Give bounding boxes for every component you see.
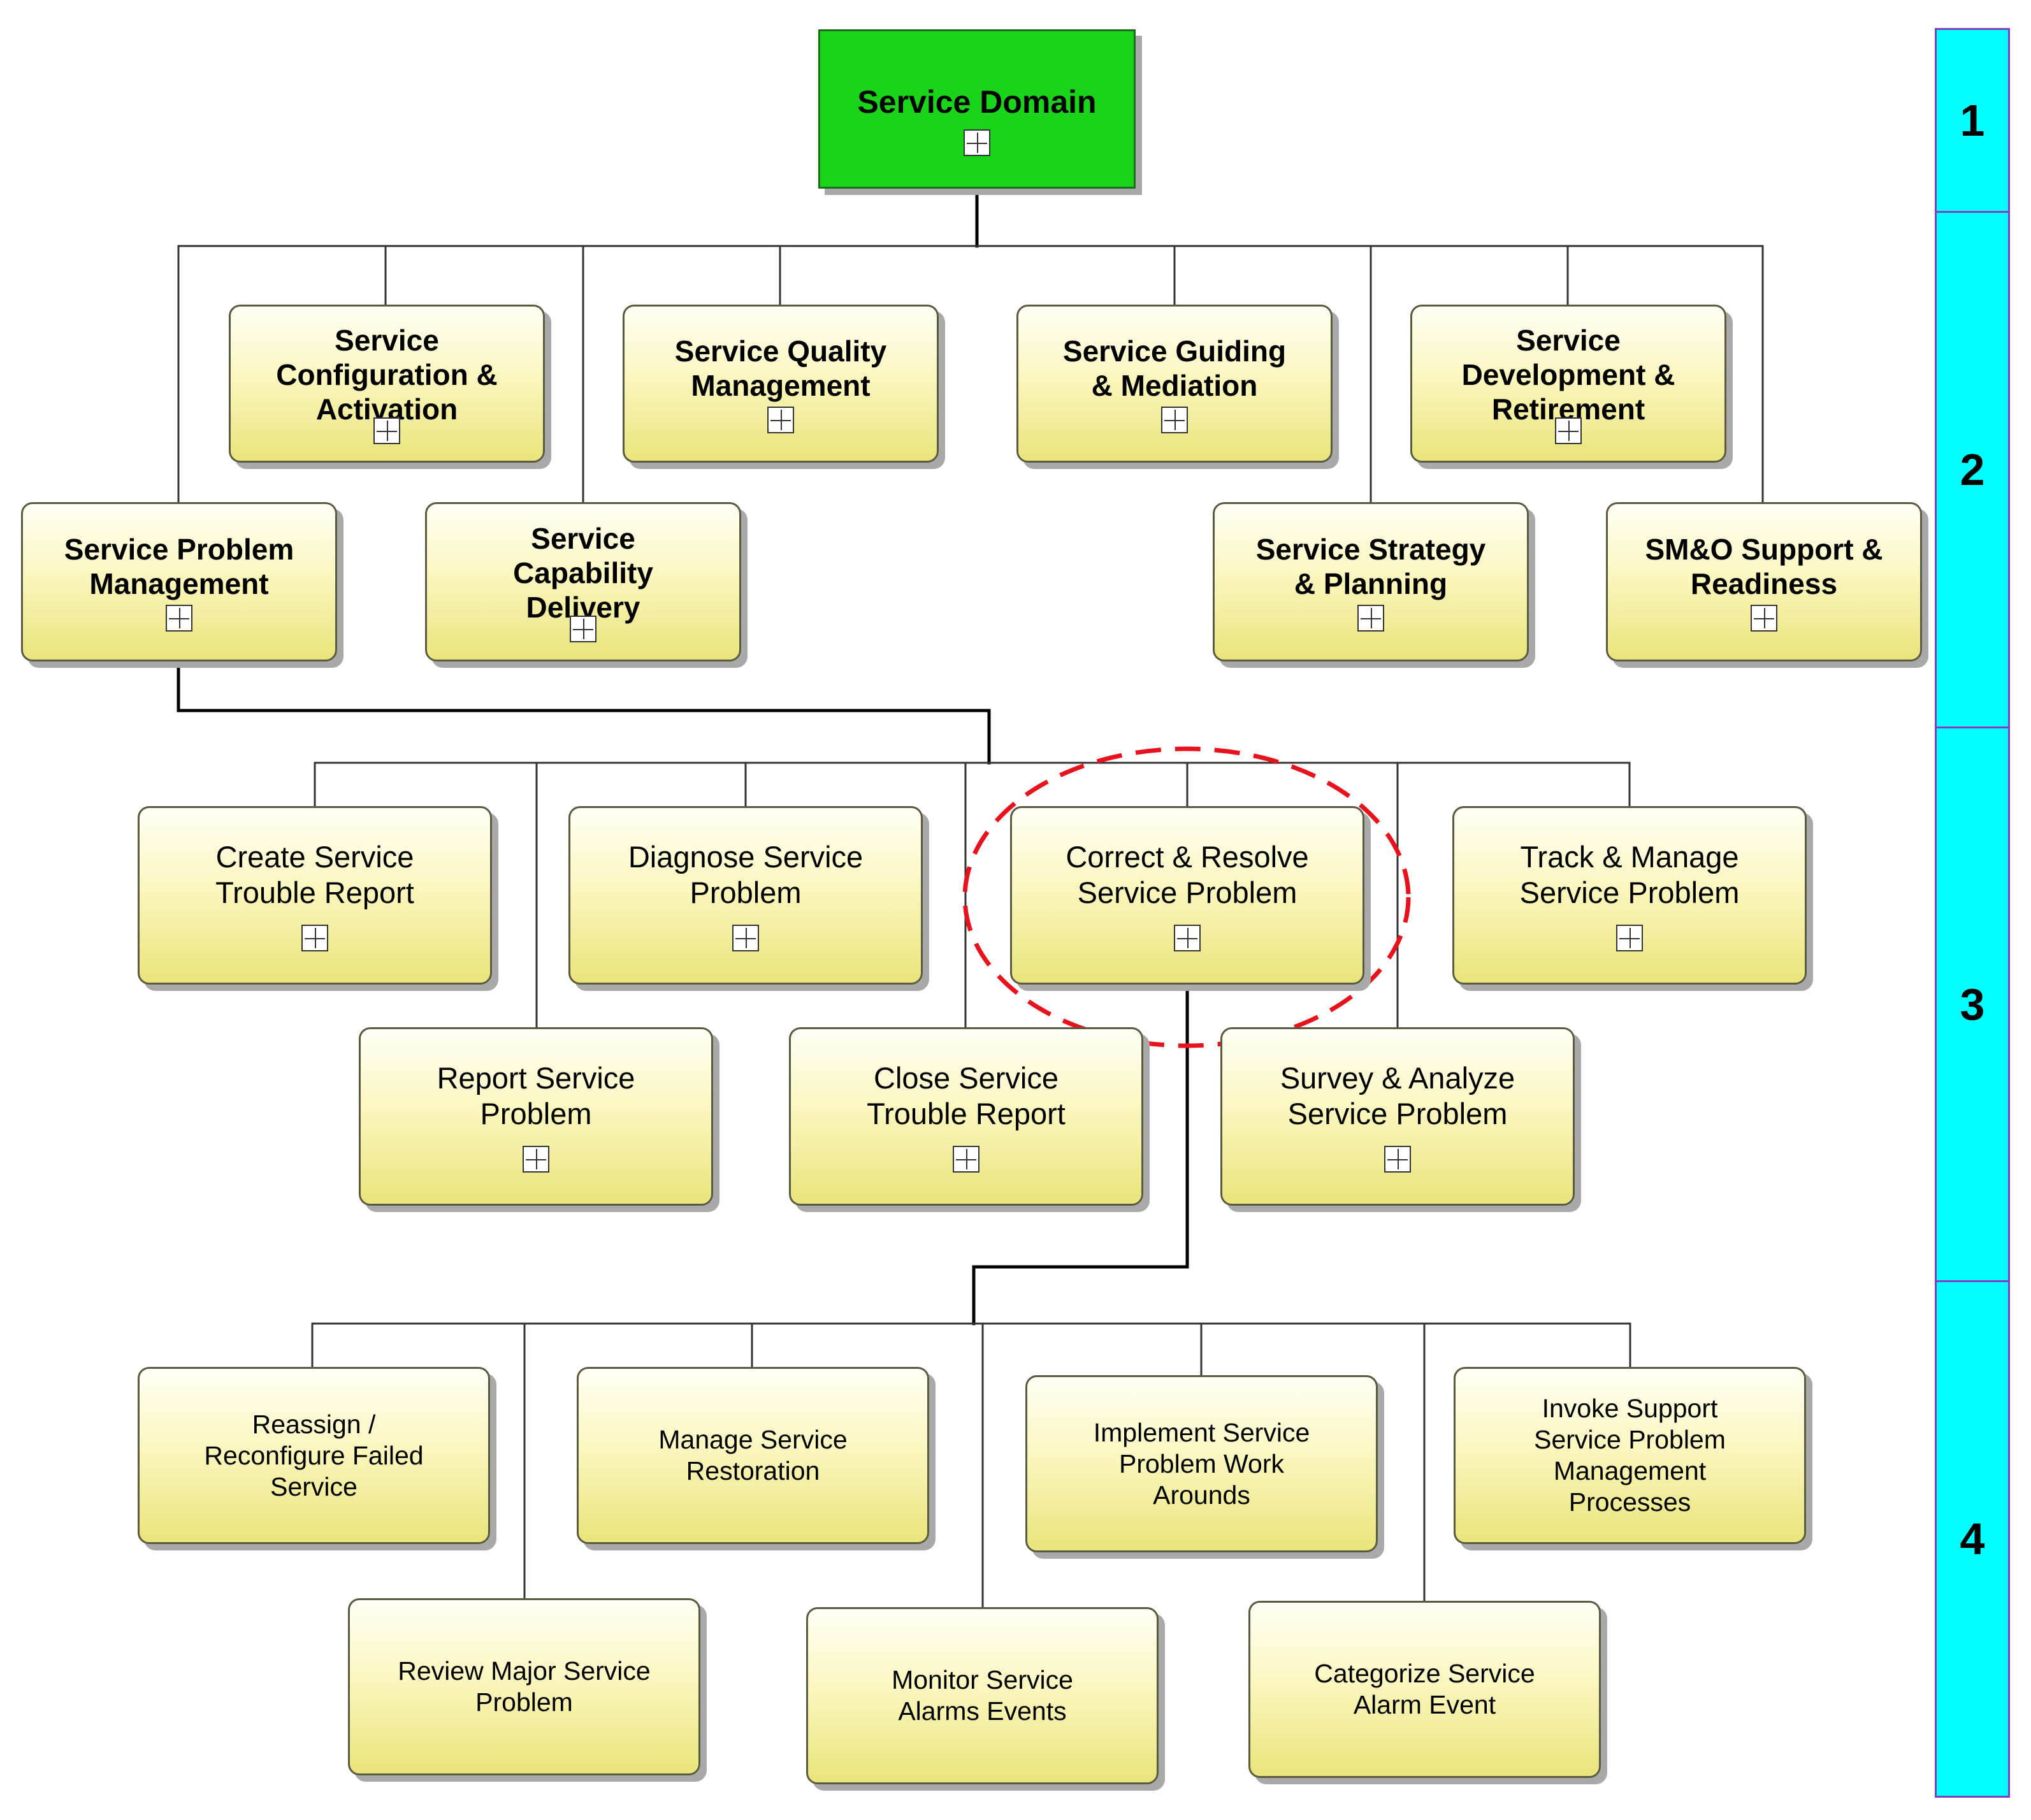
level-number: 3 [1960, 979, 1985, 1029]
box-label: Track & Manage Service Problem [1519, 840, 1740, 909]
box-service-capability-delivery[interactable]: Service Capability Delivery [425, 502, 741, 661]
connector-level2-drops [177, 245, 1764, 505]
expand-icon[interactable] [523, 1146, 549, 1173]
expand-icon[interactable] [1161, 407, 1188, 433]
box-label: Close Service Trouble Report [867, 1061, 1066, 1130]
connector-level4-drops [311, 1322, 1631, 1608]
box-diagnose-service-problem[interactable]: Diagnose Service Problem [568, 806, 923, 985]
expand-icon[interactable] [953, 1146, 979, 1173]
box-correct-resolve-service-problem[interactable]: Correct & Resolve Service Problem [1010, 806, 1364, 985]
box-label: Service Strategy & Planning [1255, 533, 1486, 600]
box-label: Service Capability Delivery [513, 522, 653, 624]
box-label: Categorize Service Alarm Event [1314, 1659, 1535, 1719]
box-review-major-service-problem[interactable]: Review Major Service Problem [348, 1598, 700, 1775]
highlight-ellipse [962, 746, 1411, 1048]
expand-icon[interactable] [1174, 925, 1201, 951]
box-label: Review Major Service Problem [398, 1656, 651, 1717]
box-service-configuration-activation[interactable]: Service Configuration & Activation [229, 305, 545, 463]
box-report-service-problem[interactable]: Report Service Problem [359, 1027, 713, 1206]
expand-icon[interactable] [1616, 925, 1643, 951]
box-categorize-service-alarm-event[interactable]: Categorize Service Alarm Event [1248, 1601, 1601, 1778]
box-label: Diagnose Service Problem [628, 840, 864, 909]
box-label: Service Configuration & Activation [276, 324, 498, 426]
box-label: Reassign / Reconfigure Failed Service [204, 1409, 424, 1501]
expand-icon[interactable] [964, 129, 990, 156]
box-service-development-retirement[interactable]: Service Development & Retirement [1410, 305, 1726, 463]
box-service-strategy-planning[interactable]: Service Strategy & Planning [1213, 502, 1529, 661]
expand-icon[interactable] [166, 605, 192, 632]
service-domain-box[interactable]: Service Domain [818, 29, 1136, 189]
expand-icon[interactable] [732, 925, 759, 951]
level-number: 1 [1960, 96, 1985, 145]
box-create-service-trouble-report[interactable]: Create Service Trouble Report [138, 806, 492, 985]
level-number: 2 [1960, 445, 1985, 495]
level-indicator-1: 1 [1935, 28, 2010, 213]
expand-icon[interactable] [767, 407, 794, 433]
box-label: Create Service Trouble Report [215, 840, 414, 909]
expand-icon[interactable] [301, 925, 328, 951]
expand-icon[interactable] [1384, 1146, 1411, 1173]
box-label: Report Service Problem [437, 1061, 635, 1130]
box-service-guiding-mediation[interactable]: Service Guiding & Mediation [1016, 305, 1333, 463]
box-service-problem-management[interactable]: Service Problem Management [21, 502, 337, 661]
box-survey-analyze-service-problem[interactable]: Survey & Analyze Service Problem [1220, 1027, 1575, 1206]
box-label: Monitor Service Alarms Events [892, 1665, 1073, 1726]
expand-icon[interactable] [570, 616, 596, 642]
box-track-manage-service-problem[interactable]: Track & Manage Service Problem [1452, 806, 1807, 985]
box-label: Service Problem Management [64, 533, 294, 600]
box-label: Implement Service Problem Work Arounds [1093, 1417, 1310, 1510]
box-label: Correct & Resolve Service Problem [1066, 840, 1309, 909]
connector-correct-resolve [972, 983, 1189, 1325]
box-label: Service Development & Retirement [1461, 324, 1675, 426]
level-indicator-2: 2 [1935, 211, 2010, 728]
expand-icon[interactable] [373, 417, 400, 444]
box-smo-support-readiness[interactable]: SM&O Support & Readiness [1606, 502, 1922, 661]
service-domain-label: Service Domain [857, 84, 1097, 120]
connector-level3-drops [314, 762, 1631, 1029]
box-label: Service Quality Management [674, 335, 887, 402]
box-close-service-trouble-report[interactable]: Close Service Trouble Report [789, 1027, 1143, 1206]
box-invoke-support-service-problem-management-processes[interactable]: Invoke Support Service Problem Managemen… [1454, 1367, 1806, 1544]
box-label: Manage Service Restoration [658, 1425, 848, 1485]
box-service-quality-management[interactable]: Service Quality Management [623, 305, 939, 463]
box-reassign-reconfigure-failed-service[interactable]: Reassign / Reconfigure Failed Service [138, 1367, 490, 1544]
connector-problem-mgmt [177, 661, 991, 765]
box-manage-service-restoration[interactable]: Manage Service Restoration [577, 1367, 929, 1544]
box-monitor-service-alarms-events[interactable]: Monitor Service Alarms Events [806, 1607, 1159, 1784]
expand-icon[interactable] [1751, 605, 1777, 632]
box-label: Invoke Support Service Problem Managemen… [1534, 1394, 1726, 1517]
expand-icon[interactable] [1357, 605, 1384, 632]
box-label: SM&O Support & Readiness [1645, 533, 1883, 600]
expand-icon[interactable] [1555, 417, 1582, 444]
box-label: Survey & Analyze Service Problem [1280, 1061, 1515, 1130]
box-label: Service Guiding & Mediation [1062, 335, 1287, 402]
level-indicator-4: 4 [1935, 1280, 2010, 1798]
level-number: 4 [1960, 1514, 1985, 1564]
level-indicator-3: 3 [1935, 726, 2010, 1282]
box-implement-service-problem-work-arounds[interactable]: Implement Service Problem Work Arounds [1025, 1375, 1378, 1552]
